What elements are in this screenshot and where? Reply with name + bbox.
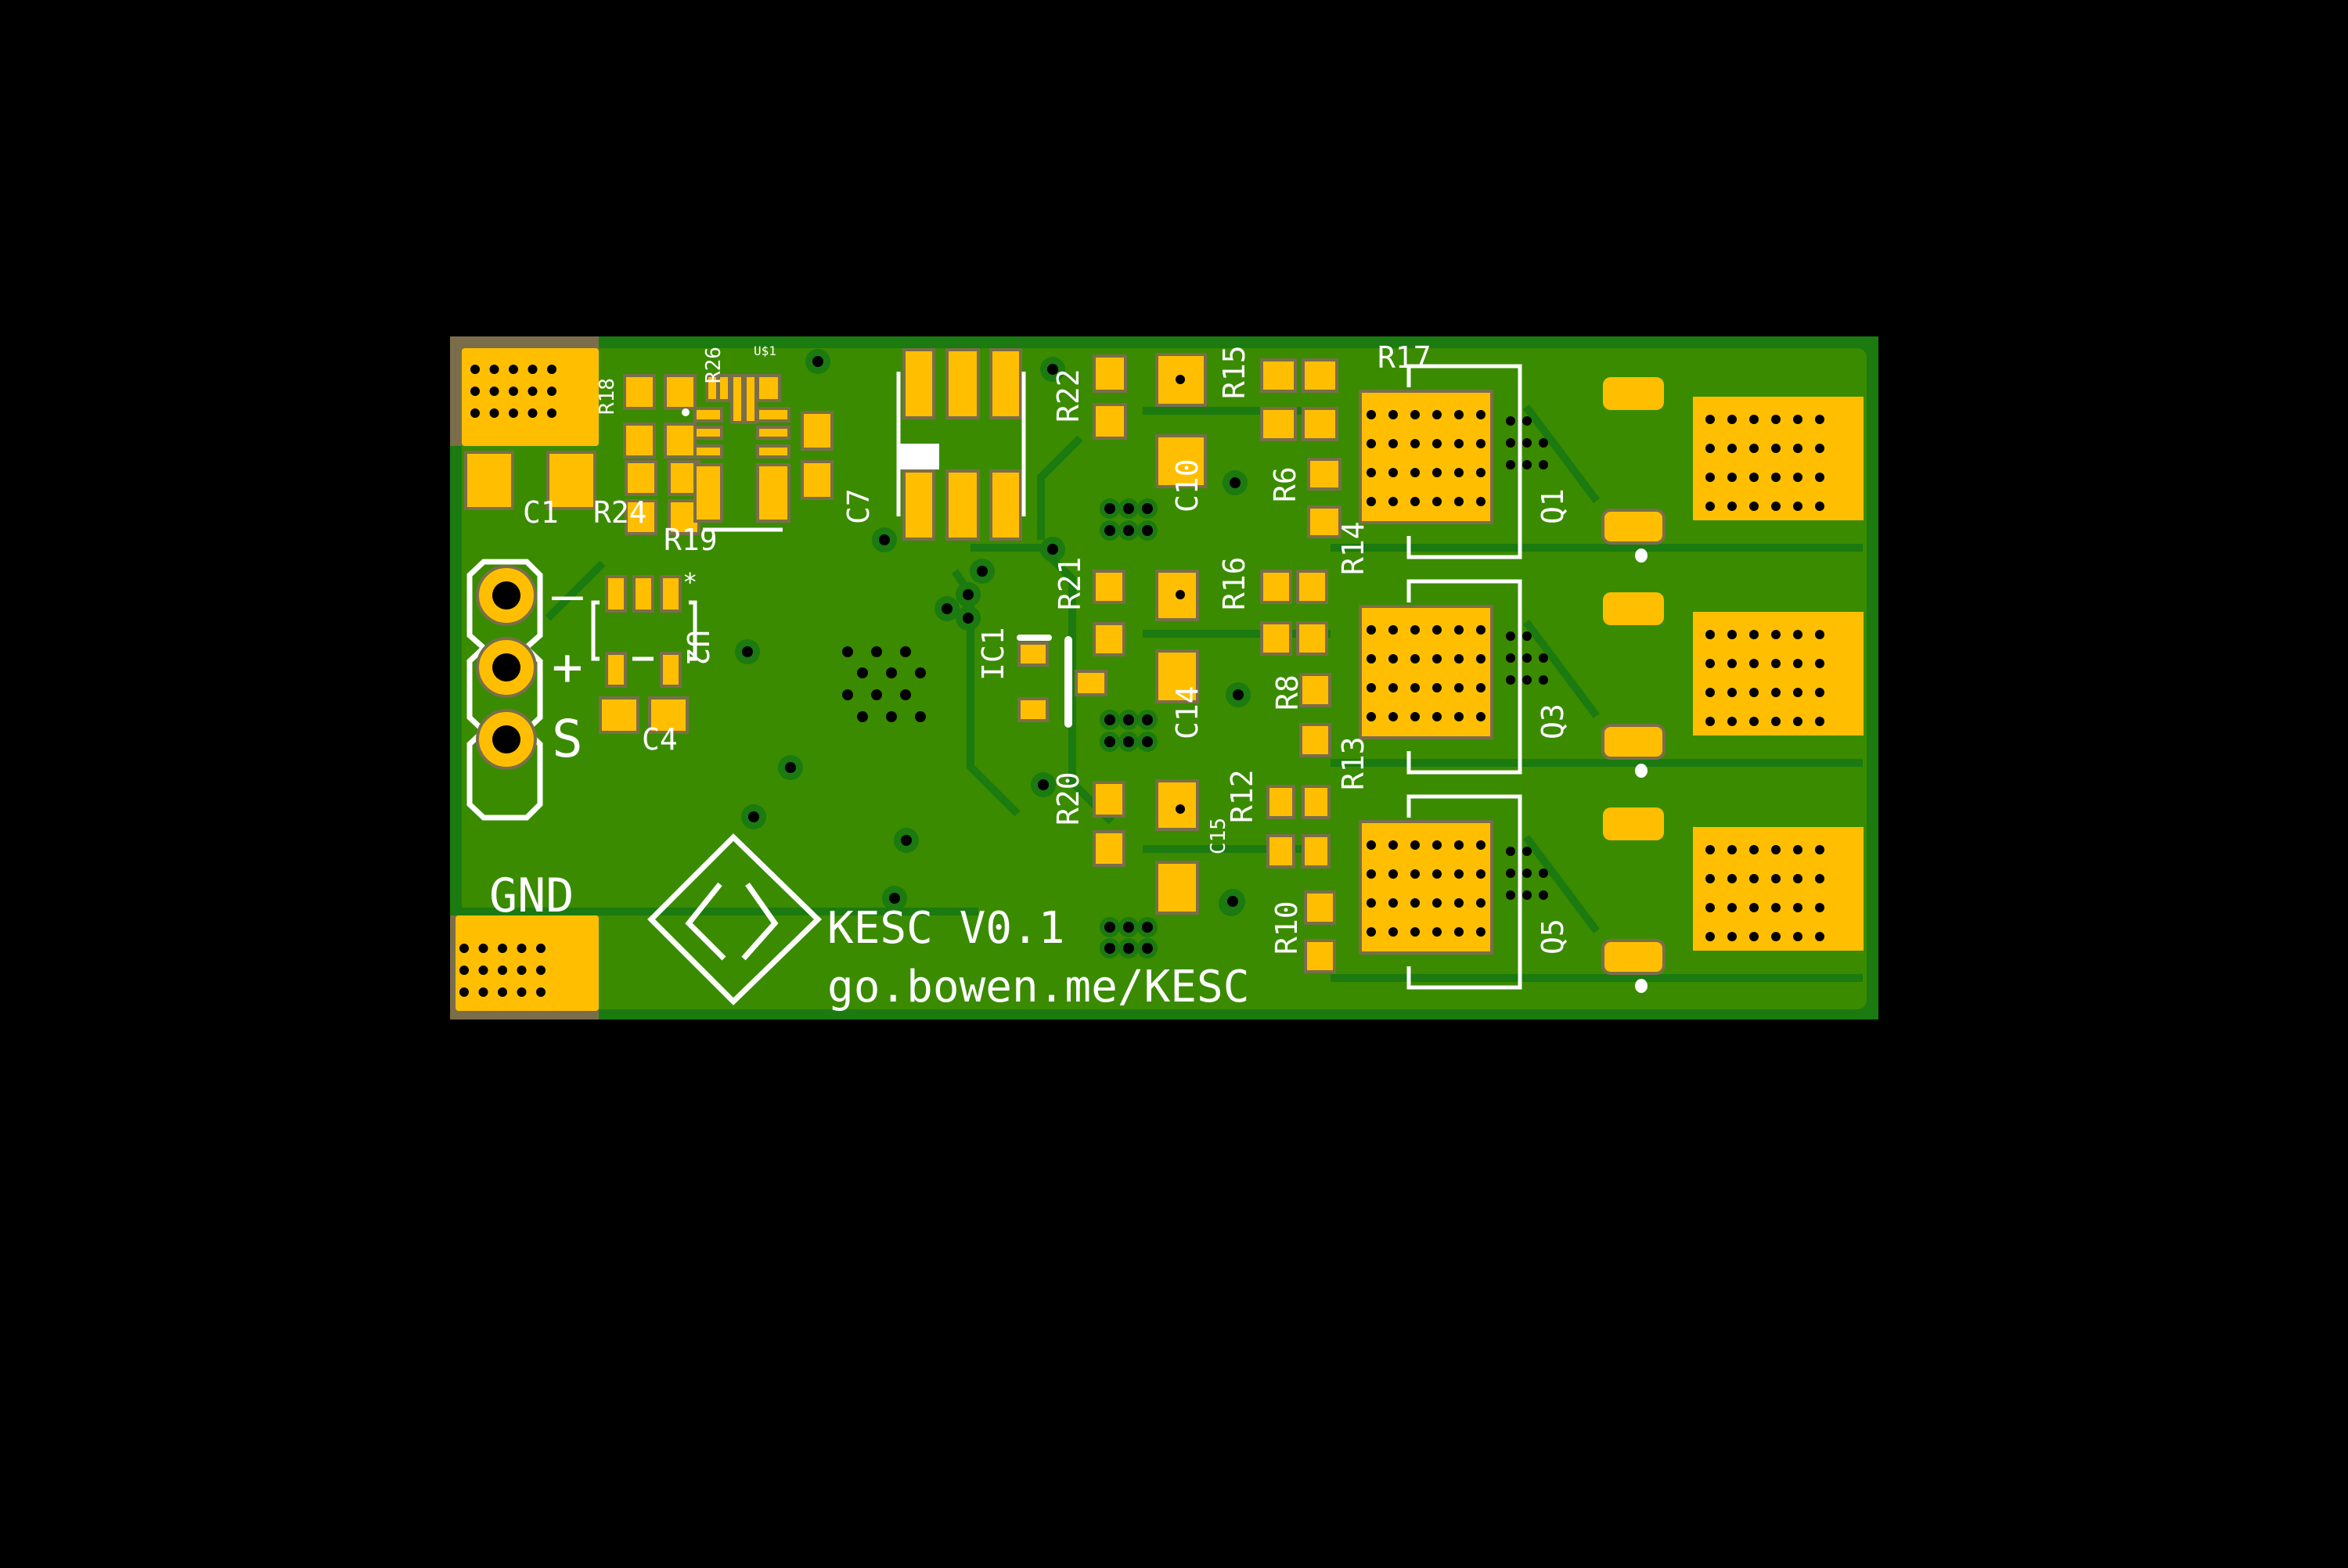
smd-pad[interactable] [1155, 570, 1199, 621]
smd-pad[interactable] [1093, 354, 1127, 393]
via-field [735, 349, 1251, 958]
smd-pad[interactable] [1296, 621, 1328, 656]
refdes-c7: C7 [841, 488, 876, 524]
smd-pad[interactable] [1155, 861, 1199, 915]
driver-stage-pads [1093, 353, 1341, 973]
smd-pad[interactable] [1302, 834, 1331, 869]
refdes-r24: R24 [593, 495, 647, 530]
smd-pad[interactable] [623, 423, 656, 459]
refdes-ic1: IC1 [976, 627, 1010, 681]
refdes-q3: Q3 [1536, 703, 1570, 739]
battery-pad-top[interactable] [450, 336, 599, 446]
refdes-r17: R17 [1377, 340, 1431, 375]
refdes-r14: R14 [1336, 521, 1370, 575]
mosfet-q1[interactable] [1359, 364, 1864, 563]
kesc-logo [647, 833, 823, 1005]
u1-footprint[interactable] [682, 374, 790, 532]
smd-pad[interactable] [1307, 505, 1341, 538]
smd-pad[interactable] [1299, 723, 1331, 757]
r24-pad[interactable] [546, 451, 596, 510]
ic1-footprint[interactable] [1017, 635, 1107, 728]
refdes-r18: R18 [596, 378, 619, 415]
refdes-u2: U2 [680, 630, 715, 666]
smd-pad[interactable] [1260, 621, 1292, 656]
traces [462, 405, 1863, 982]
smd-pad[interactable] [1299, 673, 1331, 707]
header-pin-positive[interactable]: + [476, 637, 583, 698]
c4-pad-right[interactable] [648, 696, 689, 734]
smd-pad[interactable] [1093, 570, 1125, 604]
refdes-r15: R15 [1217, 345, 1251, 399]
header-pin-negative[interactable]: – [476, 565, 583, 626]
smd-pad[interactable] [1093, 403, 1127, 440]
board-version-label: KESC V0.1 [827, 903, 1064, 954]
smd-pad[interactable] [664, 423, 697, 459]
refdes-c10: C10 [1170, 459, 1205, 512]
c7-pad-top[interactable] [801, 411, 834, 451]
refdes-r16: R16 [1217, 556, 1251, 610]
smd-pad[interactable] [1093, 781, 1125, 818]
refdes-r13: R13 [1336, 736, 1370, 790]
smd-pad[interactable] [1296, 570, 1328, 604]
c7-pad-bottom[interactable] [801, 460, 834, 500]
refdes-c1: C1 [523, 495, 559, 530]
smd-pad[interactable] [625, 460, 657, 496]
mosfet-q5[interactable] [1359, 794, 1864, 993]
refdes-q5: Q5 [1536, 919, 1570, 955]
gnd-pad-bottom[interactable] [450, 915, 599, 1020]
refdes-r12: R12 [1225, 769, 1259, 823]
smd-pad[interactable] [1260, 570, 1292, 604]
u2-footprint[interactable]: * [591, 567, 697, 688]
smd-pad[interactable] [1266, 834, 1295, 869]
refdes-r6: R6 [1268, 466, 1302, 502]
board-url-label: go.bowen.me/KESC [827, 962, 1249, 1012]
refdes-r22: R22 [1051, 369, 1086, 423]
smd-pad[interactable] [1260, 358, 1297, 393]
smd-pad[interactable] [1304, 939, 1336, 973]
smd-pad[interactable] [1093, 830, 1125, 867]
gnd-label: GND [489, 869, 574, 923]
refdes-r26: R26 [702, 347, 726, 383]
smd-pad[interactable] [1302, 407, 1338, 441]
refdes-r20: R20 [1051, 771, 1086, 825]
regulator-footprint[interactable] [896, 348, 1026, 541]
svg-text:*: * [682, 567, 697, 597]
smd-pad[interactable] [1266, 785, 1295, 819]
pin-label-positive: + [552, 637, 583, 697]
refdes-u1: U$1 [754, 343, 776, 358]
smd-pad[interactable] [1155, 779, 1199, 831]
c4-pad-left[interactable] [599, 696, 639, 734]
smd-pad[interactable] [1304, 890, 1336, 925]
c1-pad[interactable] [464, 451, 514, 510]
refdes-r19: R19 [664, 523, 718, 557]
refdes-r8: R8 [1270, 674, 1305, 710]
smd-pad[interactable] [1155, 649, 1199, 703]
pin-label-signal: S [552, 709, 583, 769]
refdes-c4: C4 [642, 722, 678, 757]
smd-pad[interactable] [664, 374, 697, 410]
refdes-q1: Q1 [1536, 488, 1570, 524]
smd-pad[interactable] [625, 499, 657, 535]
power-signal-header[interactable]: – + S [466, 559, 583, 821]
smd-pad[interactable] [1155, 434, 1207, 488]
smd-pad[interactable] [1093, 622, 1125, 656]
pin-label-negative: – [552, 565, 583, 625]
refdes-c15: C15 [1207, 818, 1230, 854]
smd-pad[interactable] [1302, 785, 1331, 819]
smd-pad[interactable] [623, 374, 656, 410]
smd-pad[interactable] [1260, 407, 1297, 441]
smd-pad[interactable] [1307, 458, 1341, 491]
refdes-r10: R10 [1269, 901, 1304, 955]
refdes-r21: R21 [1053, 556, 1087, 610]
resistor-pad-cluster [623, 374, 700, 535]
smd-pad[interactable] [1302, 358, 1338, 393]
mosfet-q3[interactable] [1359, 579, 1864, 778]
mosfet-array [1359, 364, 1864, 993]
header-pin-signal[interactable]: S [476, 709, 583, 770]
refdes-c14: C14 [1170, 685, 1205, 739]
